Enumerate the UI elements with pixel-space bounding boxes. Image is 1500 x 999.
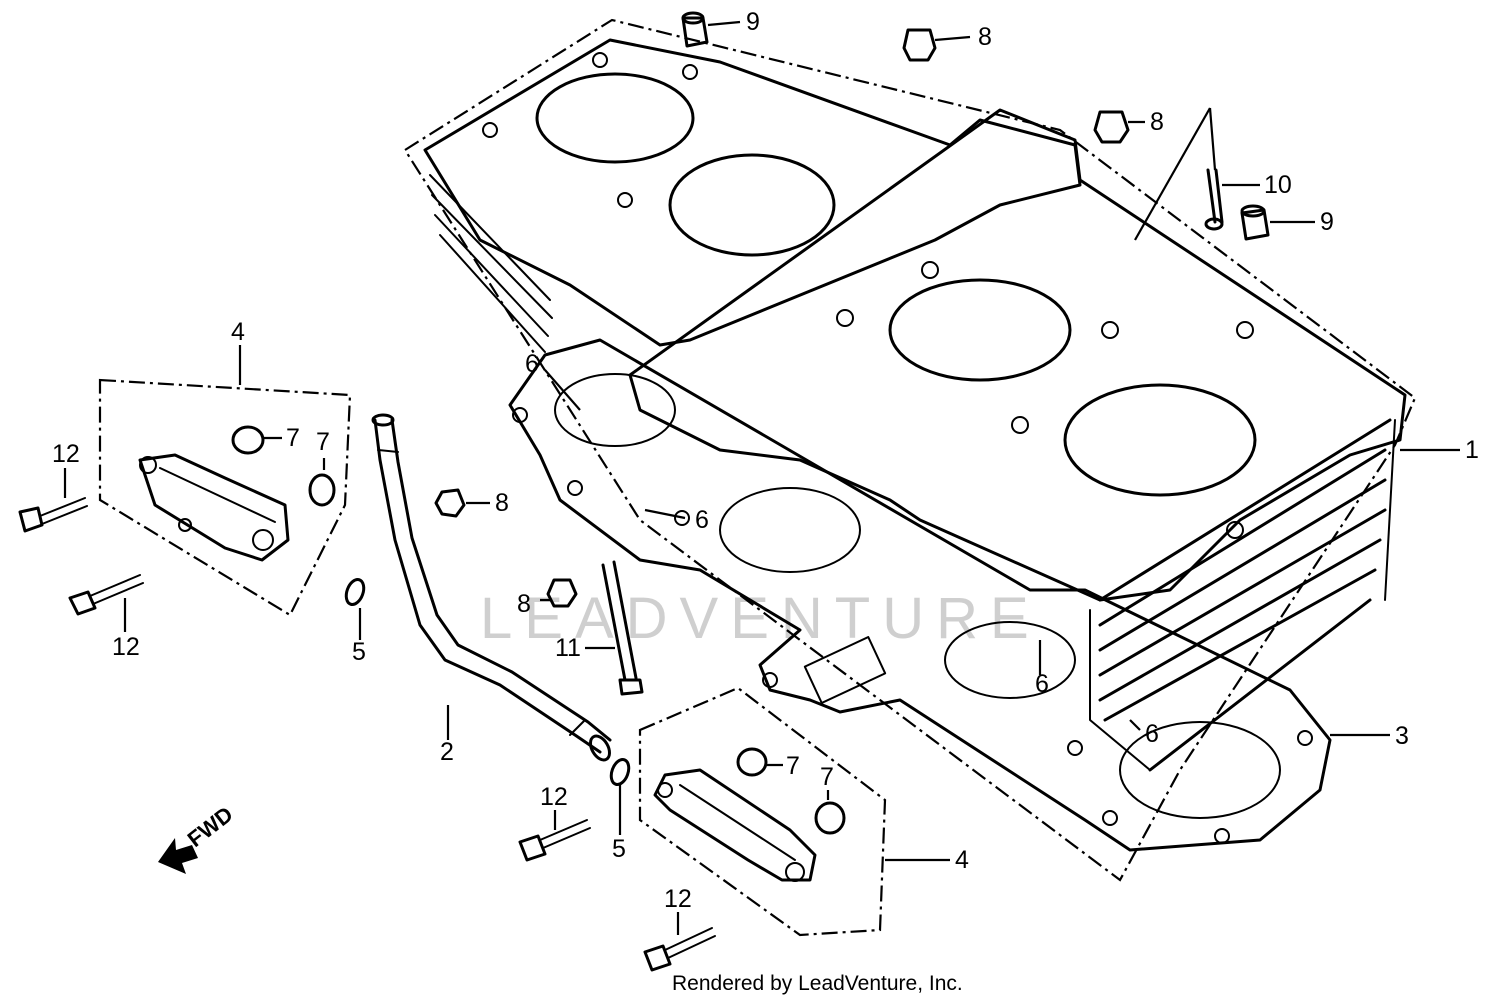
callout-labels: 1 2 3 4 4 5 5 6 6 6 6 7 7 7 7 8 8 8 8 9 … xyxy=(52,8,1479,913)
callout-8-low: 8 xyxy=(517,590,531,618)
callout-12-bottom: 12 xyxy=(664,885,692,913)
forward-arrow-icon xyxy=(158,838,198,874)
callout-8-top: 8 xyxy=(978,23,992,51)
oil-joint-left xyxy=(98,378,352,617)
callout-12-upper-left: 12 xyxy=(52,440,80,468)
callout-7-right-b: 7 xyxy=(820,763,834,791)
callout-6-right: 6 xyxy=(1145,720,1159,748)
oil-pipe xyxy=(371,413,612,762)
callout-12-lower-left: 12 xyxy=(112,633,140,661)
o-rings xyxy=(231,425,846,835)
callout-8-mid: 8 xyxy=(495,489,509,517)
callout-12-middle: 12 xyxy=(540,783,568,811)
callout-2: 2 xyxy=(440,738,454,766)
callout-5-right: 5 xyxy=(612,835,626,863)
callout-6-rear: 6 xyxy=(525,350,539,378)
callout-4-left: 4 xyxy=(231,318,245,346)
callout-7-left-b: 7 xyxy=(316,428,330,456)
base-gasket xyxy=(508,338,1332,852)
oil-joint-right xyxy=(638,686,887,937)
cap-nuts xyxy=(434,28,1130,608)
callout-11: 11 xyxy=(555,634,581,662)
callout-8-right: 8 xyxy=(1150,108,1164,136)
watermark: LEADVENTURE xyxy=(480,586,1041,651)
callout-1: 1 xyxy=(1465,436,1479,464)
callout-9-top: 9 xyxy=(746,8,760,36)
callout-5-left: 5 xyxy=(352,638,366,666)
callout-9-right: 9 xyxy=(1320,208,1334,236)
dowel-pins xyxy=(681,11,1270,241)
callout-6-mid: 6 xyxy=(695,506,709,534)
fwd-label: FWD xyxy=(183,801,238,852)
callout-6-front: 6 xyxy=(1035,670,1049,698)
callout-7-left-a: 7 xyxy=(286,424,300,452)
cylinder-block xyxy=(403,18,1417,882)
leader-lines xyxy=(63,20,1460,935)
callout-4-right: 4 xyxy=(955,846,969,874)
callout-7-right-a: 7 xyxy=(786,752,800,780)
callout-3: 3 xyxy=(1395,722,1409,750)
render-credit: Rendered by LeadVenture, Inc. xyxy=(672,972,963,995)
callout-10: 10 xyxy=(1264,171,1292,199)
forward-direction: FWD xyxy=(158,801,238,874)
bolts xyxy=(18,168,1224,972)
